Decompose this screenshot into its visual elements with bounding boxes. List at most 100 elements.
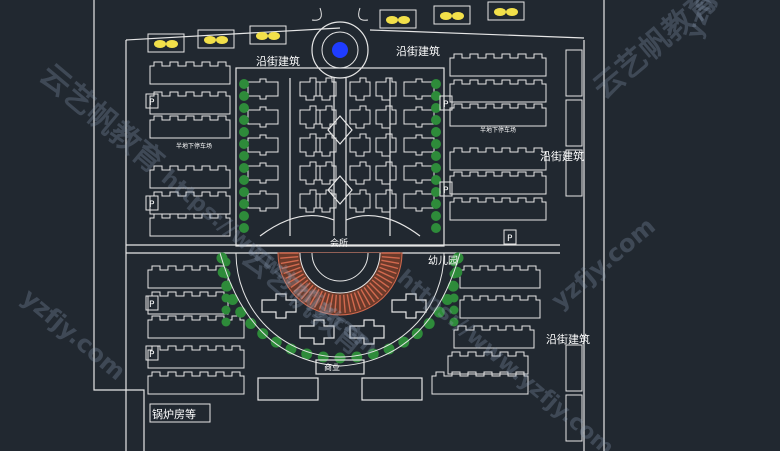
label-parking-right: 半地下停车场 [480,126,516,134]
tree-icon [431,211,441,221]
residential-slab [459,265,541,289]
label-kindergarten: 幼儿园 [428,254,458,267]
tree-icon [423,317,435,329]
tree-icon [221,317,231,327]
tree-icon [431,187,441,197]
tree-icon [398,336,410,348]
tree-icon [431,163,441,173]
residential-slab [449,147,547,171]
courtyard-unit [375,133,397,157]
parking-label: P [149,300,155,310]
tree-icon [317,351,329,363]
residential-slab [447,351,529,375]
tree-icon [449,269,459,279]
parking-box [145,345,159,361]
residential-slab [149,91,231,115]
watermark-url: yzfjy.com [16,283,131,386]
courtyard-unit [403,162,435,184]
courtyard-unit [403,134,435,156]
courtyard-unit [315,77,337,101]
watermark-url: yzfjy.com [546,212,661,315]
tree-icon [431,199,441,209]
courtyard-unit [403,190,435,212]
tree-icon [239,139,249,149]
tree-icon [431,79,441,89]
courtyard-unit [349,161,371,185]
courtyard-unit [315,189,337,213]
tree-icon [239,151,249,161]
residential-slab [453,325,535,349]
tree-icon [239,127,249,137]
boiler-house [149,403,211,423]
residential-slab [449,79,547,103]
lamp-icon [386,16,410,24]
courtyard-unit [299,105,321,129]
residential-slab [149,115,231,139]
courtyard-unit [375,189,397,213]
tree-icon [239,187,249,197]
tree-icon [221,305,231,315]
watermark-url: yzfjy.com [682,0,745,42]
courtyard-unit [375,105,397,129]
tree-icon [257,328,269,340]
courtyard-unit [349,189,371,213]
tree-icon [239,91,249,101]
residential-slab [147,315,245,339]
parking-label: P [149,98,155,108]
tree-icon [431,115,441,125]
tree-icon [239,79,249,89]
tree-icon [239,211,249,221]
courtyard-units [247,77,435,213]
courtyard-unit [349,133,371,157]
label-clubhouse: 会所 [330,237,348,249]
label-street-top-right: 沿街建筑 [396,44,440,58]
tree-icon [431,103,441,113]
courtyard-unit [299,189,321,213]
label-boiler: 锅炉房等 [152,407,196,421]
courtyard-unit [315,133,337,157]
residential-slab [147,265,229,289]
lamp-icon [494,8,518,16]
residential-slab [449,103,547,127]
parking-box [439,181,453,197]
parking-box [439,95,453,111]
tree-icon [334,352,346,364]
residential-slab [147,371,245,395]
parking-box [145,195,159,211]
residential-slab [449,53,547,77]
residential-slab [149,165,231,189]
residential-slab [431,371,529,395]
label-street-top-left: 沿街建筑 [256,54,300,68]
courtyard-unit [403,78,435,100]
tree-icon [270,336,282,348]
label-parking-left: 半地下停车场 [176,142,212,150]
courtyard-unit [299,133,321,157]
tree-icon [449,305,459,315]
courtyard-unit [375,161,397,185]
tree-icon [431,91,441,101]
courtyard-unit [299,77,321,101]
tree-icon [367,348,379,360]
tree-icon [239,223,249,233]
tree-icon [449,317,459,327]
courtyard-unit [315,105,337,129]
parking-box [503,229,517,245]
plan-labels: 沿街建筑 沿街建筑 沿街建筑 沿街建筑 半地下停车场 半地下停车场 会所 幼儿园… [149,44,590,423]
central-courtyard [235,67,445,247]
tree-icon [449,293,459,303]
courtyard-unit [375,77,397,101]
courtyard-unit [247,190,279,212]
parking-label: P [507,234,513,244]
lamp-icon [204,36,228,44]
label-commercial: 商业 [324,362,340,372]
residential-slab [459,295,541,319]
lamp-icon [256,32,280,40]
tree-icon [431,127,441,137]
lamp-icon [154,40,178,48]
tree-icon [239,115,249,125]
tree-icon [431,151,441,161]
tree-icon [221,269,231,279]
tree-icon [239,175,249,185]
